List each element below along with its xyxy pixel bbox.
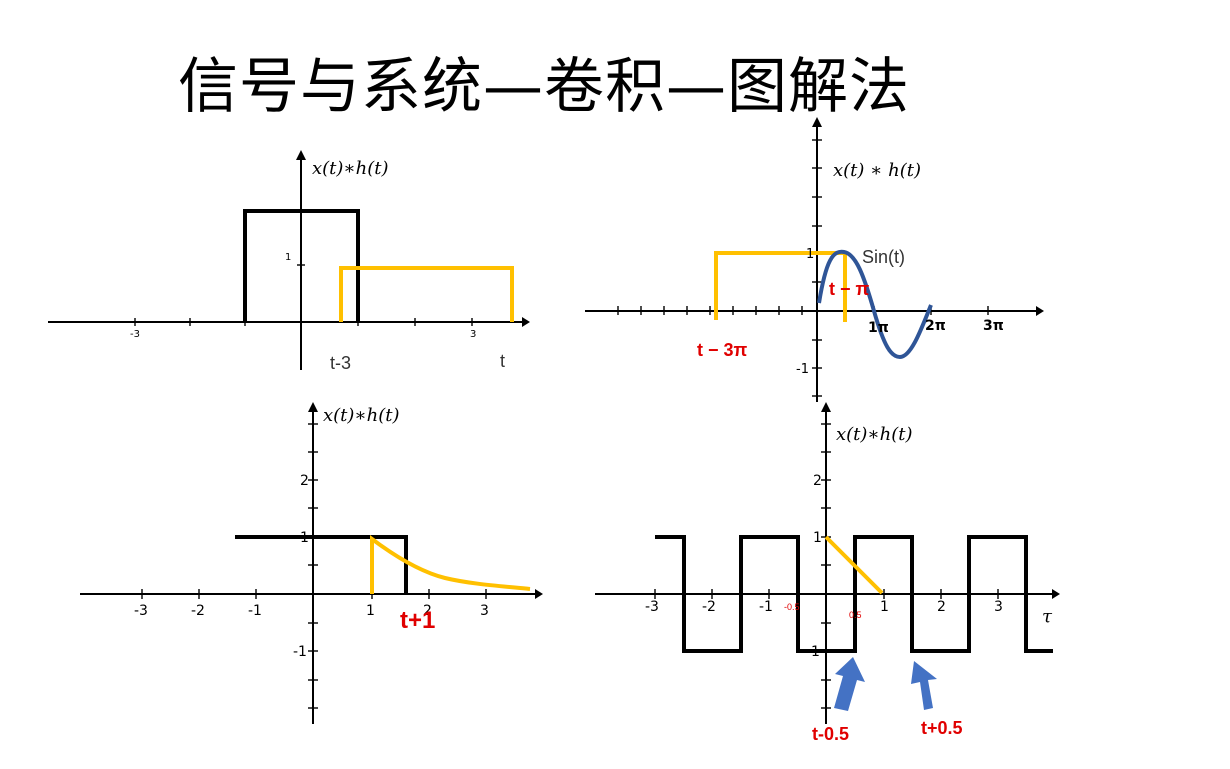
p4-xtick-1: 1 [880, 599, 889, 615]
p3-func-label: x(t)∗h(t) [323, 405, 400, 426]
p3-xtick-3: 3 [480, 603, 489, 619]
p1-shifted-pulse [339, 266, 514, 322]
p2-t-minus-pi: t − π [829, 279, 870, 299]
p3-rect-pulse [235, 535, 408, 594]
p2-sin-label: Sin(t) [862, 247, 905, 267]
p4-ticks [654, 423, 999, 709]
p3-x-arrowhead [535, 589, 543, 599]
p3-t-plus-1: t+1 [400, 607, 435, 634]
arrow-up-icon [834, 657, 865, 711]
p1-shift-label: t-3 [330, 353, 351, 373]
p4-square-wave [655, 535, 1053, 653]
panel-sine: x(t) ∗ h(t) 1 -1 1π 2π 3π Sin(t) t − π t… [585, 117, 1044, 402]
p3-ytick-2: 2 [300, 473, 309, 489]
p3-xtick-1: 1 [366, 603, 375, 619]
panel-square-wave: x(t)∗h(t) -3 -2 -1 1 2 3 2 1 -1 -0.5 0.5… [595, 402, 1060, 744]
p2-tick-neg1: -1 [796, 362, 809, 377]
p4-t-minus-half: t-0.5 [812, 724, 849, 744]
page-title: 信号与系统—卷积—图解法 [178, 52, 910, 122]
p2-ticks [617, 139, 989, 397]
p4-neg-half-label: -0.5 [784, 602, 800, 612]
p2-x-arrowhead [1036, 306, 1044, 316]
p2-y-arrowhead [812, 117, 822, 127]
p1-tick-3: 3 [470, 329, 476, 340]
panel-exp-decay: x(t)∗h(t) -3 -2 -1 1 2 3 2 1 -1 t+1 [80, 402, 543, 724]
p3-xtick-neg1: -1 [248, 603, 262, 619]
p1-ticks [134, 264, 473, 326]
panel-rect-shift: x(t)∗h(t) -3 3 1 t-3 t [48, 150, 530, 373]
p2-tick-pi2: 2π [925, 318, 946, 334]
p4-ytick-2: 2 [813, 473, 822, 489]
p4-pos-half-label: 0.5 [849, 610, 862, 620]
p3-xtick-2: 2 [423, 603, 432, 619]
p3-xtick-neg3: -3 [134, 603, 148, 619]
p1-y-arrowhead [296, 150, 306, 160]
p3-ytick-1: 1 [300, 530, 309, 546]
p3-xtick-neg2: -2 [191, 603, 205, 619]
p1-x-arrowhead [522, 317, 530, 327]
p2-func-label: x(t) ∗ h(t) [833, 160, 921, 181]
p4-xtick-neg2: -2 [702, 599, 716, 615]
p2-shifted-pulse [714, 251, 847, 322]
p3-ytick-neg1: -1 [293, 644, 307, 660]
p2-sine-curve [817, 249, 933, 360]
p3-exp-curve [370, 535, 531, 594]
p4-t-plus-half: t+0.5 [921, 718, 963, 738]
p4-ramp-line [824, 535, 884, 595]
p1-axis-label: t [500, 351, 505, 371]
p4-ytick-neg1: -1 [806, 644, 820, 660]
p1-func-label: x(t)∗h(t) [312, 158, 389, 179]
p2-tick-1: 1 [806, 247, 814, 262]
p4-x-arrowhead [1052, 589, 1060, 599]
p4-func-label: x(t)∗h(t) [836, 424, 913, 445]
p3-y-arrowhead [308, 402, 318, 412]
p4-xtick-2: 2 [937, 599, 946, 615]
p2-tick-pi3: 3π [983, 318, 1004, 334]
p4-xtick-3: 3 [994, 599, 1003, 615]
p2-t-minus-3pi: t − 3π [697, 340, 748, 360]
p4-axis-label: τ [1042, 606, 1053, 627]
arrow-up-icon [911, 661, 937, 710]
p4-xtick-neg1: -1 [759, 599, 773, 615]
p1-tick-1: 1 [285, 252, 291, 263]
p2-tick-pi1: 1π [868, 320, 889, 336]
p4-ytick-1: 1 [813, 530, 822, 546]
p4-xtick-neg3: -3 [645, 599, 659, 615]
p1-tick-neg3: -3 [130, 329, 140, 340]
p4-y-arrowhead [821, 402, 831, 412]
